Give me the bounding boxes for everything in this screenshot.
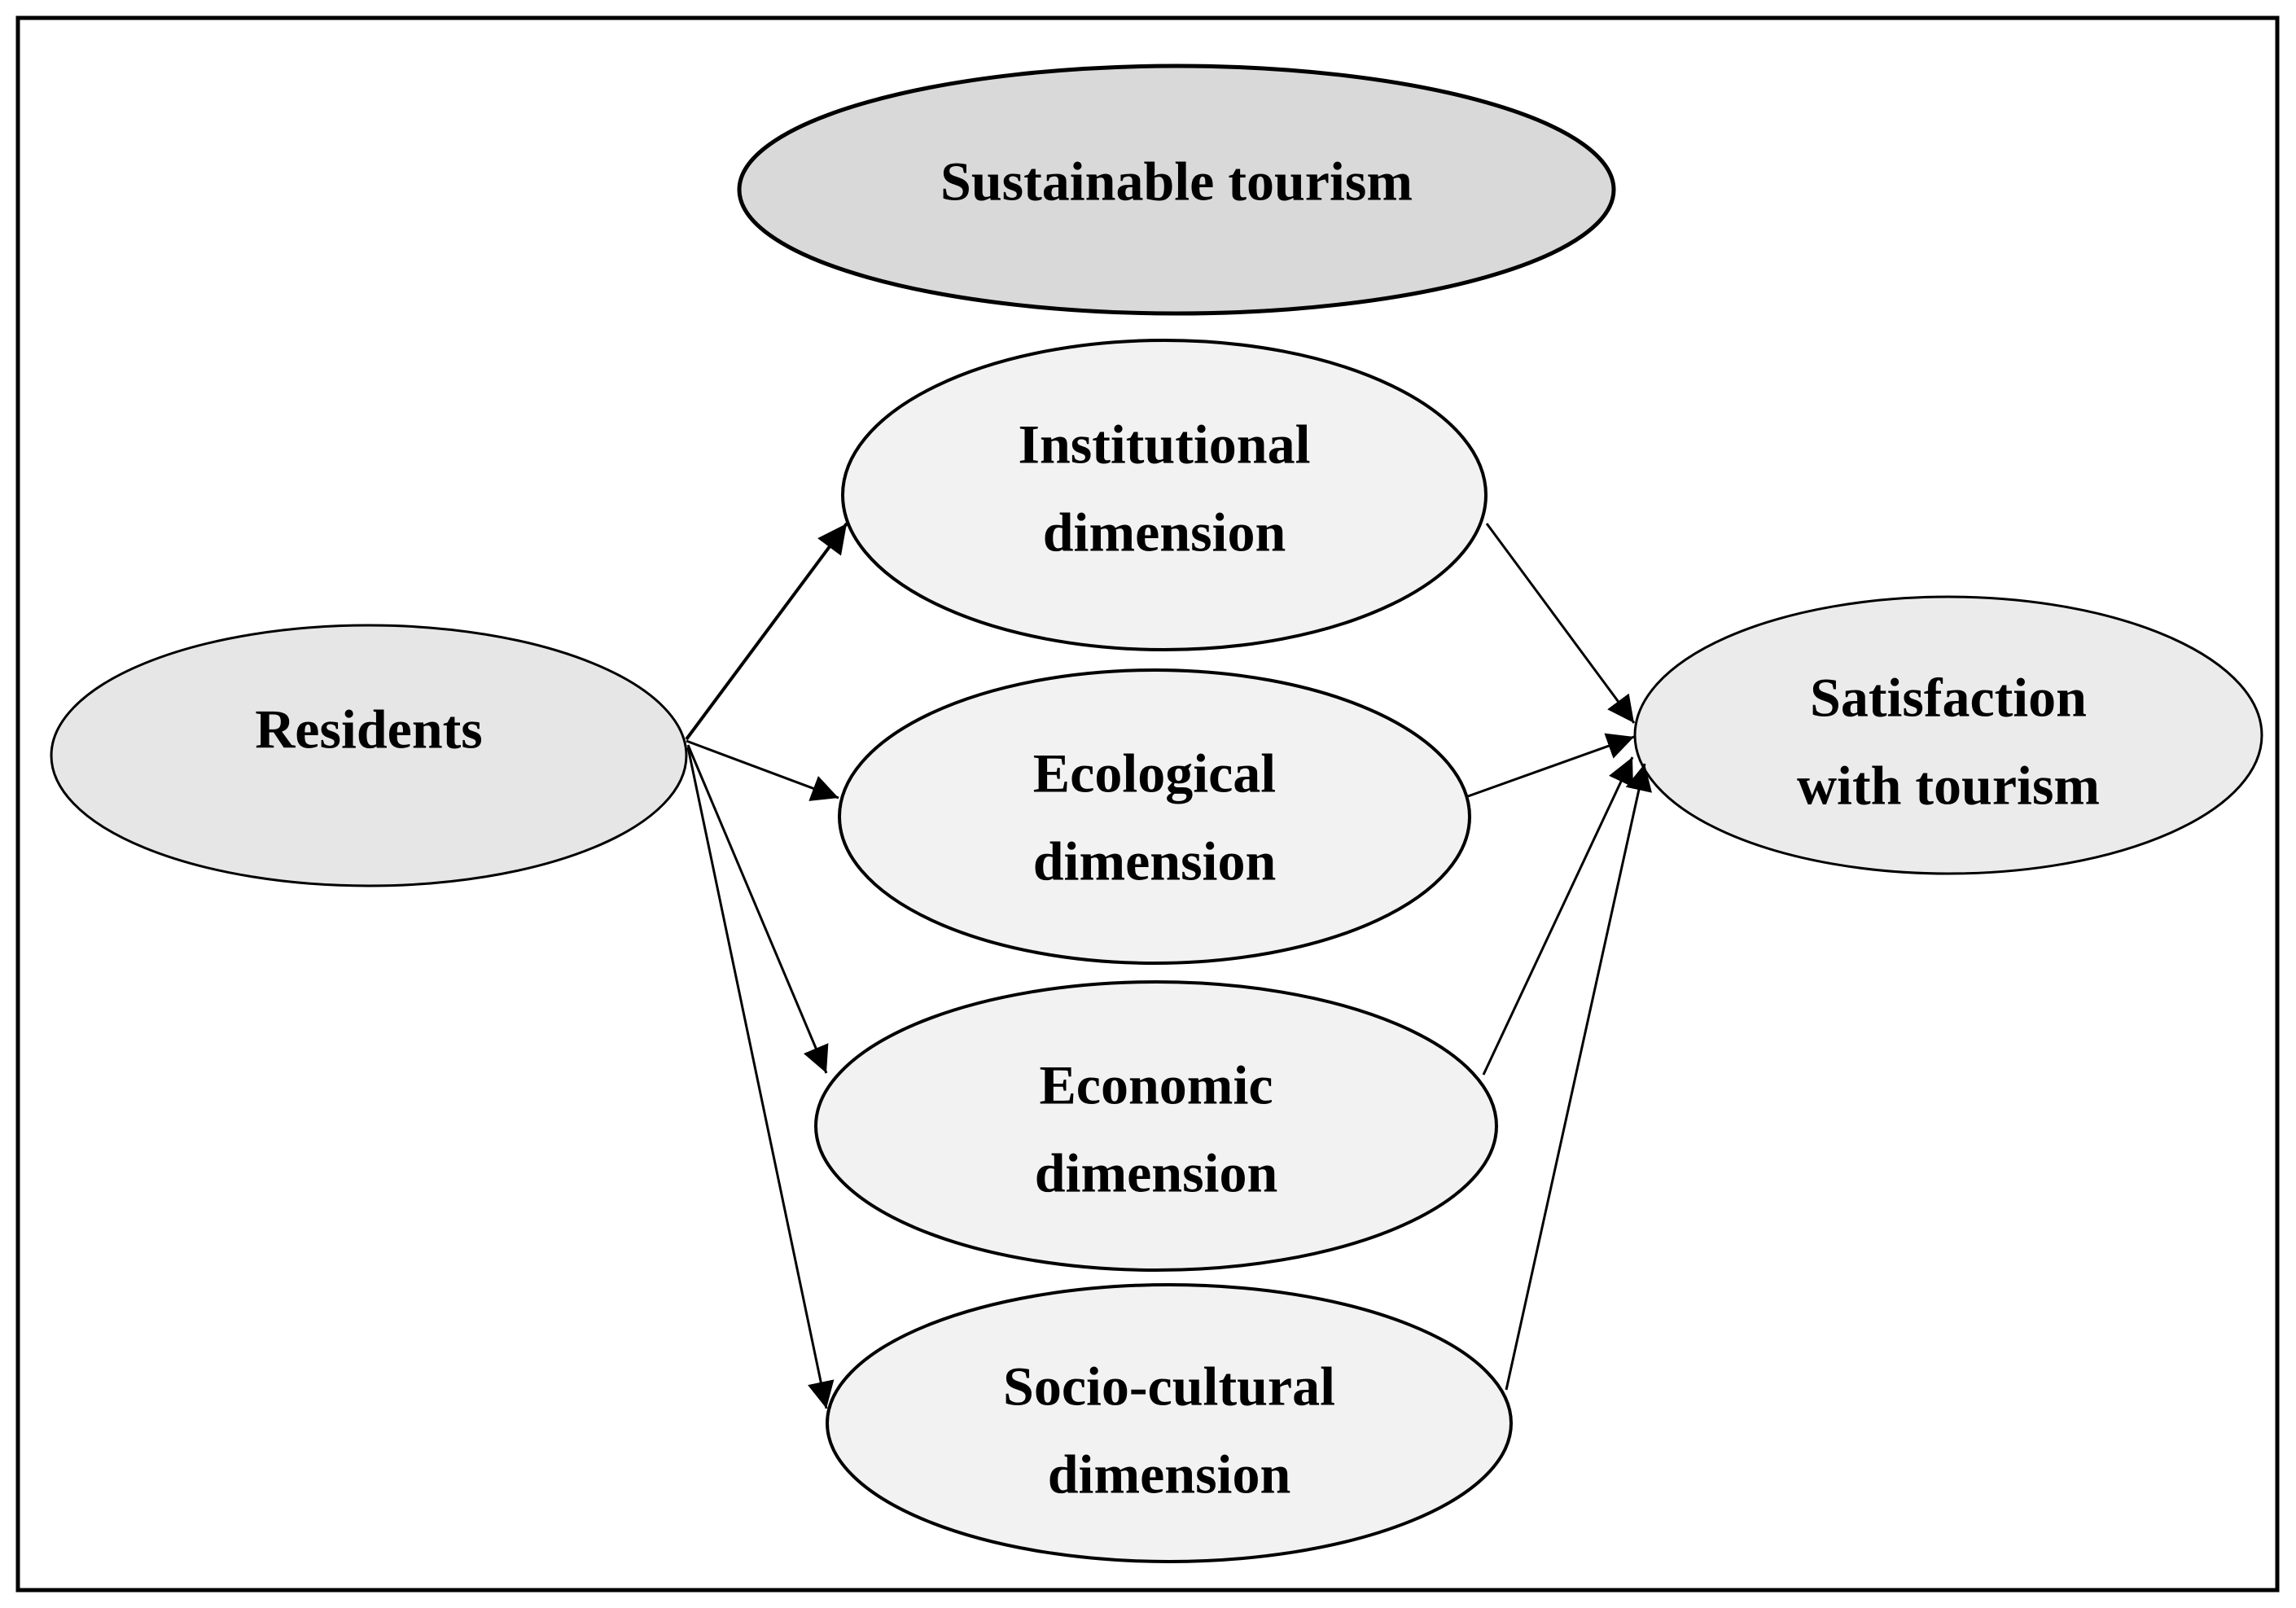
ecological-dimension-label-line1: Ecological [1033,743,1276,804]
institutional-dimension-label-line1: Institutional [1019,414,1311,475]
arrow-institutional-to-satisfaction [1485,523,1636,724]
sustainable-tourism-label: Sustainable tourism [940,151,1413,213]
ecological-dimension-label-line2: dimension [1033,830,1277,892]
ecological-dimension-ellipse [838,668,1471,965]
sustainable-tourism-ellipse [737,64,1616,316]
residents-label: Residents [255,699,483,760]
residents-node: Residents [50,624,688,887]
arrow-residents-to-economic [686,744,829,1074]
arrow-economic-to-satisfaction [1482,756,1634,1076]
economic-dimension-label-line2: dimension [1035,1142,1278,1204]
sociocultural-dimension-label-line2: dimension [1048,1444,1291,1505]
institutional-dimension-label-line2: dimension [1043,502,1286,563]
institutional-dimension-ellipse [841,339,1488,651]
arrow-residents-to-institutional [685,522,848,741]
satisfaction-label-line2: with tourism [1797,755,2100,817]
institutional-dimension-node: Institutional dimension [841,339,1488,651]
sociocultural-dimension-ellipse [826,1283,1513,1563]
satisfaction-ellipse [1633,595,2263,875]
economic-dimension-label-line1: Economic [1039,1054,1273,1116]
sociocultural-dimension-label-line1: Socio-cultural [1003,1356,1335,1417]
sustainable-tourism-node: Sustainable tourism [737,64,1616,316]
arrow-residents-to-sociocultural [686,747,835,1409]
sociocultural-dimension-node: Socio-cultural dimension [826,1283,1513,1563]
satisfaction-node: Satisfaction with tourism [1633,595,2263,875]
diagram-frame [15,15,2280,1593]
arrow-ecological-to-satisfaction [1467,733,1635,798]
arrow-sociocultural-to-satisfaction [1505,763,1652,1391]
residents-ellipse [50,624,688,887]
ecological-dimension-node: Ecological dimension [838,668,1471,965]
satisfaction-label-line1: Satisfaction [1810,667,2087,729]
economic-dimension-ellipse [814,980,1498,1272]
arrow-residents-to-ecological [686,739,839,801]
economic-dimension-node: Economic dimension [814,980,1498,1272]
